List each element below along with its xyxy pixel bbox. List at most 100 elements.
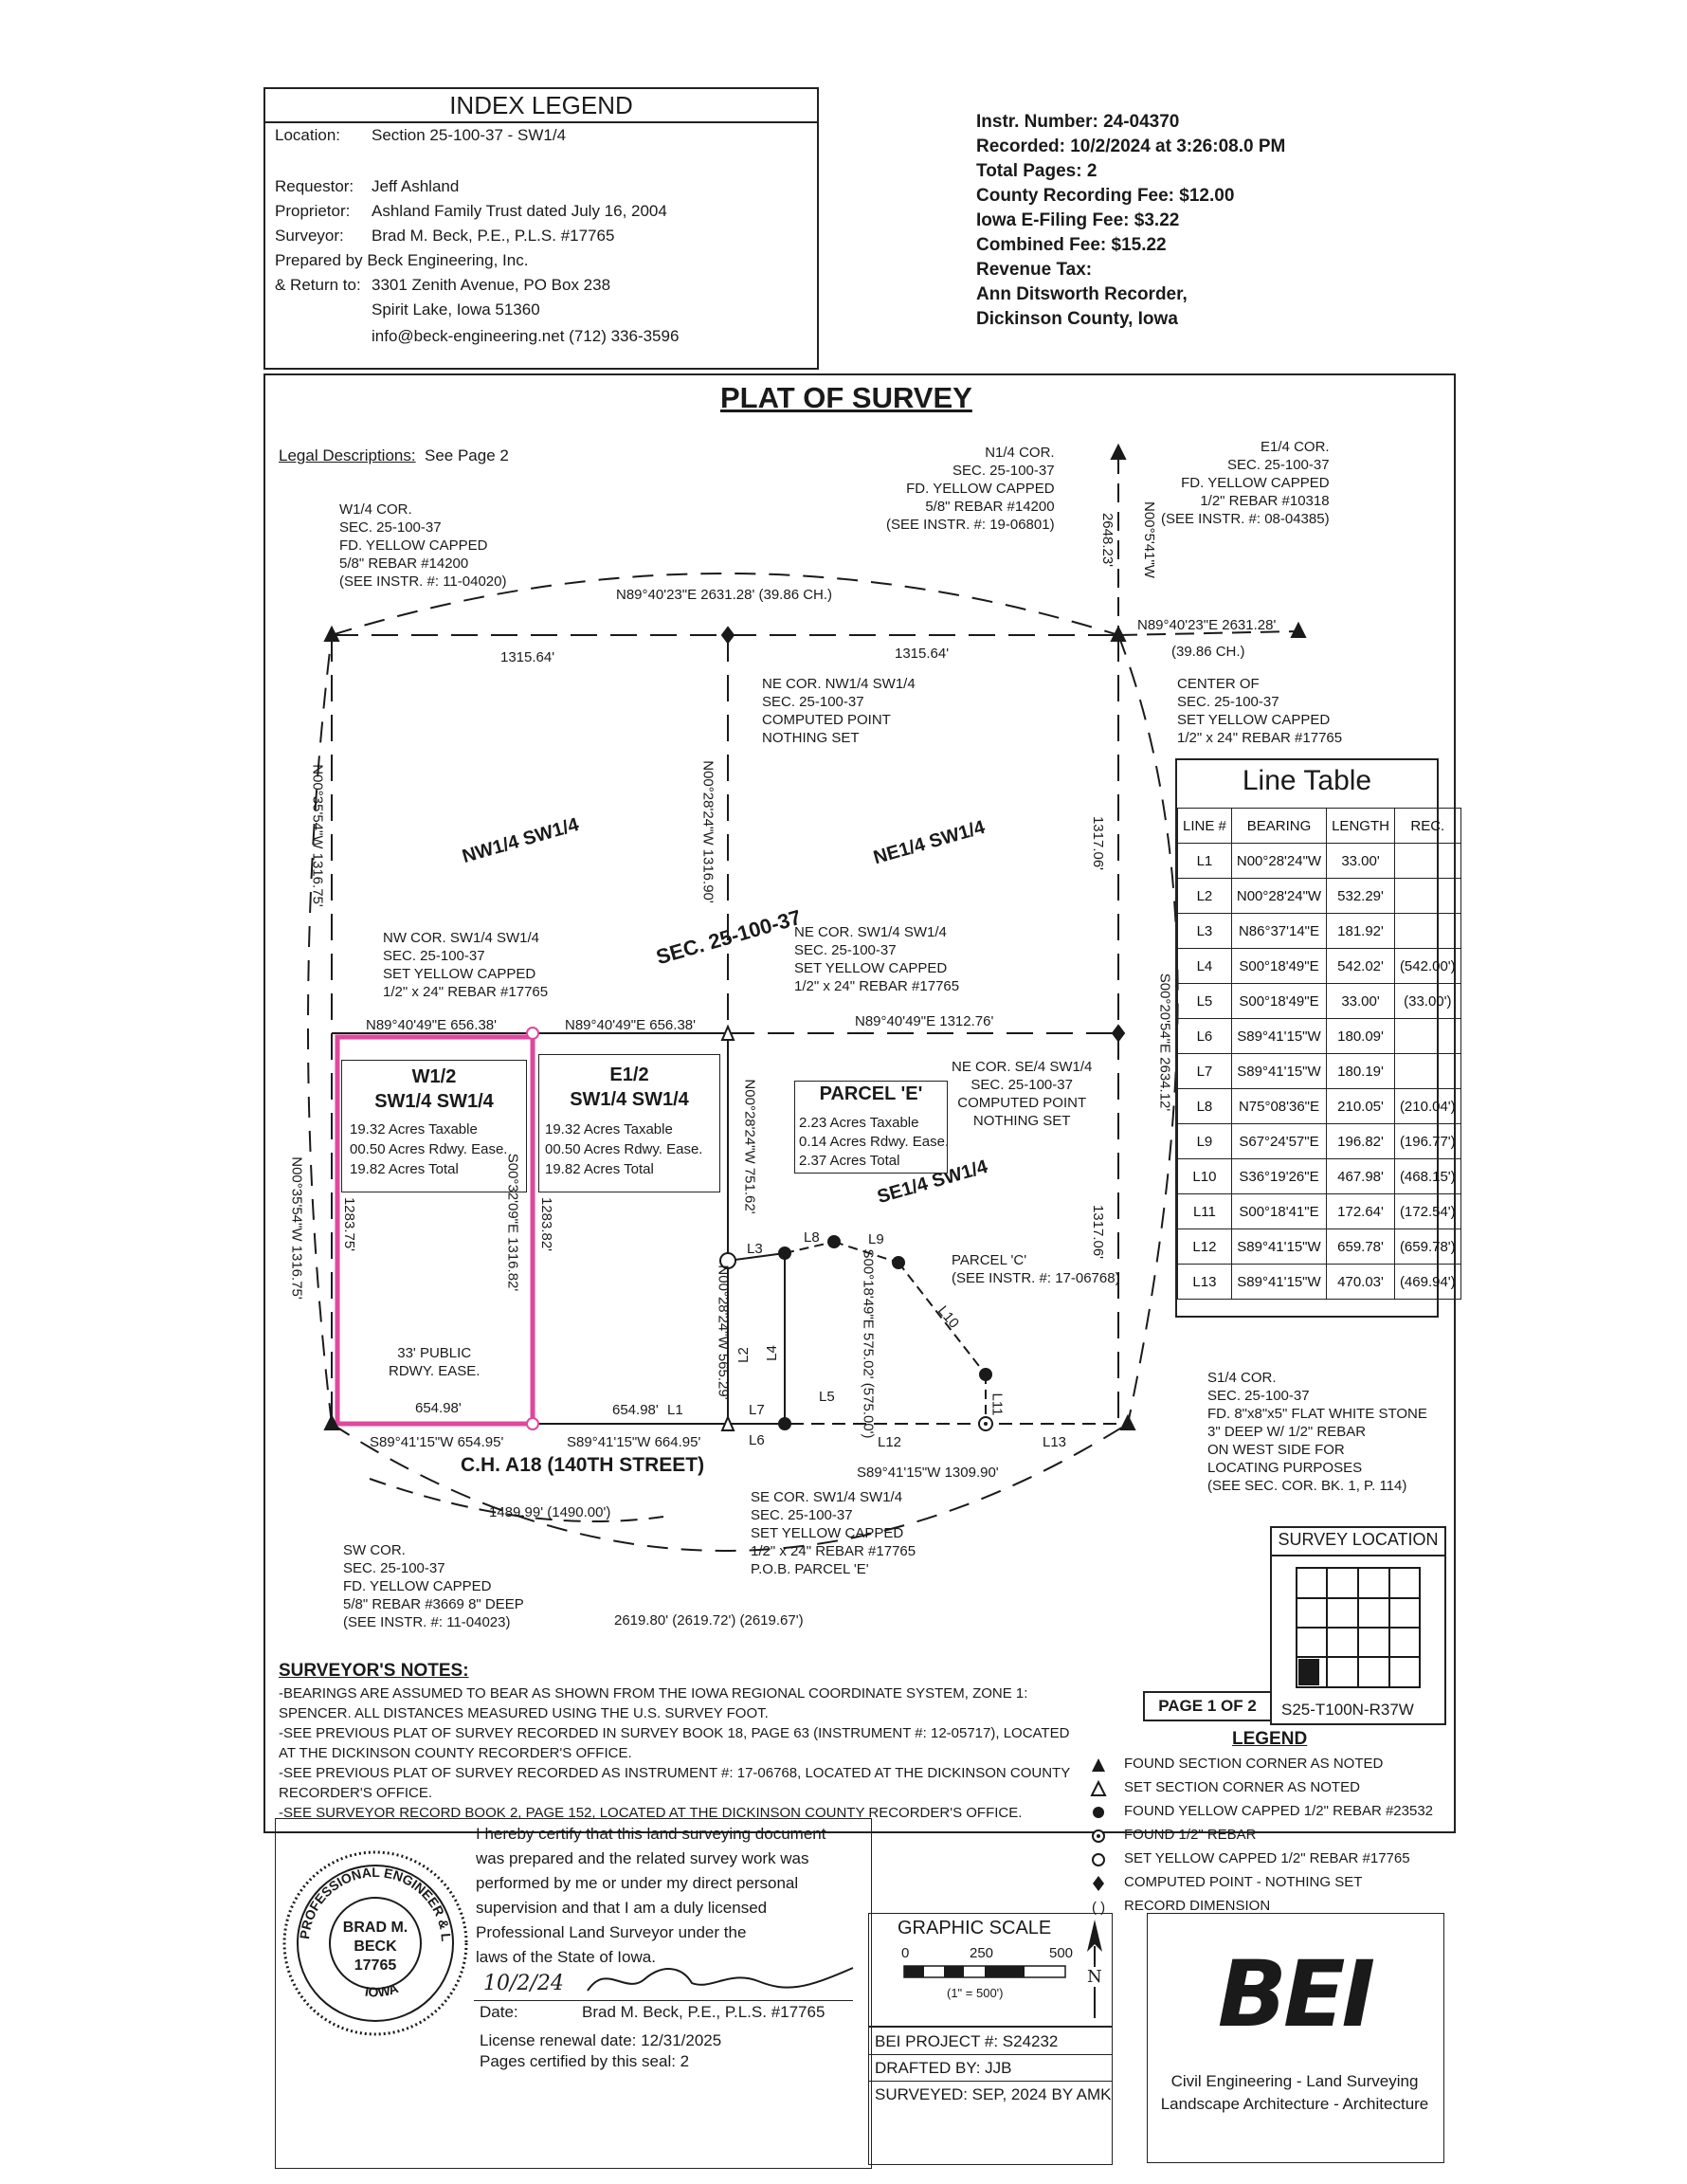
e14-cor-note: E1/4 COR. SEC. 25-100-37 FD. YELLOW CAPP… [1161, 439, 1330, 527]
recorder-county: Dickinson County, Iowa [976, 309, 1178, 329]
set-corner-icon [720, 1024, 735, 1041]
line-length: 659.78' [1326, 1228, 1395, 1265]
set-corner-icon [720, 1414, 735, 1431]
dim-n89-b: N89°40'49"E 656.38' [565, 1017, 696, 1033]
center-of-note: CENTER OF SEC. 25-100-37 SET YELLOW CAPP… [1177, 676, 1343, 746]
dim-top-long: N89°40'23"E 2631.28' (39.86 CH.) [616, 587, 833, 603]
efile-fee: Iowa E-Filing Fee: $3.22 [976, 210, 1180, 230]
line-id: L5 [1177, 983, 1232, 1019]
line-id: L6 [1177, 1018, 1232, 1054]
line-rec [1393, 843, 1461, 879]
index-legend-box: INDEX LEGEND Location: Section 25-100-37… [263, 87, 819, 370]
line-id: L1 [1177, 843, 1232, 879]
dim-2648: 2648.23' [1099, 512, 1116, 568]
set-rebar-icon [526, 1417, 539, 1430]
line-length: 180.09' [1326, 1018, 1395, 1054]
graphic-scale-title: GRAPHIC SCALE [898, 1918, 1052, 1938]
dim-1315-a: 1315.64' [500, 649, 555, 665]
return-line2: Spirit Lake, Iowa 51360 [372, 300, 540, 318]
line-bearing: S89°41'15"W [1230, 1053, 1328, 1089]
line-bearing: S00°18'49"E [1230, 948, 1328, 984]
found-rebar-icon [892, 1256, 905, 1269]
label-L11: L11 [989, 1392, 1006, 1416]
line-length: 33.00' [1326, 983, 1395, 1019]
n14-cor-note: N1/4 COR. SEC. 25-100-37 FD. YELLOW CAPP… [886, 445, 1055, 533]
line-rec: (469.94') [1393, 1264, 1461, 1300]
line-id: L3 [1177, 913, 1232, 949]
legal-desc-value: See Page 2 [425, 446, 509, 464]
label-L5: L5 [819, 1389, 835, 1405]
line-length: 210.05' [1326, 1088, 1395, 1124]
diamond-icon [1093, 1876, 1104, 1891]
found-rebar-icon [979, 1368, 992, 1381]
found-corner-icon [323, 625, 340, 642]
line-rec: (542.00') [1393, 948, 1461, 984]
e12-title: E1/2 SW1/4 SW1/4 [570, 1065, 689, 1110]
legend-label: FOUND YELLOW CAPPED 1/2" REBAR #23532 [1124, 1803, 1434, 1819]
label-L13: L13 [1043, 1434, 1067, 1450]
computed-point-icon [720, 626, 735, 645]
dim-n89-a: N89°40'49"E 656.38' [366, 1017, 497, 1033]
line-bearing: N75°08'36"E [1230, 1088, 1328, 1124]
line-length: 181.92' [1326, 913, 1395, 949]
survey-location-title: SURVEY LOCATION [1278, 1530, 1439, 1549]
return-line1: 3301 Zenith Avenue, PO Box 238 [372, 276, 611, 294]
svg-text:( ): ( ) [1092, 1900, 1105, 1916]
line-table-header: LINE # BEARING LENGTH REC. [1177, 808, 1461, 844]
dim-east-s00: S00°20'54"E 2634.12' [1156, 973, 1173, 1112]
label-L8: L8 [804, 1229, 820, 1246]
open-triangle-icon [1090, 1780, 1107, 1796]
filled-triangle-icon [1092, 1758, 1105, 1772]
north-label: N [1087, 1967, 1102, 1987]
dim-1283-82: 1283.82' [538, 1196, 555, 1252]
legend-label: COMPUTED POINT - NOTHING SET [1124, 1874, 1363, 1890]
total-pages: Total Pages: 2 [976, 161, 1097, 181]
survey-location-rule [1272, 1555, 1444, 1556]
label-L2: L2 [735, 1347, 752, 1363]
dim-east-1317b: 1317.06' [1090, 1204, 1107, 1260]
notes-list: -BEARINGS ARE ASSUMED TO BEAR AS SHOWN F… [279, 1684, 1070, 1823]
legend-label: FOUND 1/2" REBAR [1124, 1827, 1257, 1843]
dim-s89-c: S89°41'15"W 1309.90' [857, 1465, 999, 1481]
surveyor-label: Surveyor: [275, 227, 344, 245]
survey-location-box: SURVEY LOCATION S25-T100N-R37W [1270, 1526, 1446, 1725]
legend-title: LEGEND [1232, 1729, 1308, 1749]
dim-top-right: N89°40'23"E 2631.28' [1137, 617, 1277, 633]
legend-label: SET YELLOW CAPPED 1/2" REBAR #17765 [1124, 1850, 1410, 1866]
graphic-scale-box: GRAPHIC SCALE 0 250 500 (1" = 500') N [868, 1913, 1113, 2027]
line-bearing: S00°18'41"E [1230, 1193, 1328, 1229]
return-line3: info@beck-engineering.net (712) 336-3596 [372, 327, 680, 345]
section-code: S25-T100N-R37W [1281, 1701, 1414, 1719]
line-bearing: S36°19'26"E [1230, 1158, 1328, 1194]
dim-1315-b: 1315.64' [895, 646, 950, 662]
line-id: L9 [1177, 1123, 1232, 1159]
cert-text: I hereby certify that this land surveyin… [476, 1825, 826, 1966]
legend-label: RECORD DIMENSION [1124, 1898, 1271, 1914]
pages-certified: Pages certified by this seal: 2 [480, 2052, 690, 2070]
label-L4: L4 [763, 1345, 780, 1361]
line-length: 172.64' [1326, 1193, 1395, 1229]
dim-1283-75: 1283.75' [341, 1196, 358, 1252]
dim-east-1317a: 1317.06' [1090, 815, 1107, 871]
se-sw-note: SE COR. SW1/4 SW1/4 SEC. 25-100-37 SET Y… [751, 1489, 916, 1577]
line-id: L12 [1177, 1228, 1232, 1265]
dim-2619: 2619.80' (2619.72') (2619.67') [614, 1612, 804, 1629]
firm-line1: Civil Engineering - Land Surveying [1170, 2072, 1419, 2090]
combined-fee: Combined Fee: $15.22 [976, 235, 1167, 255]
found-corner-icon [1110, 625, 1127, 642]
note-line: AT THE DICKINSON COUNTY RECORDER'S OFFIC… [279, 1745, 632, 1761]
return-label: & Return to: [275, 276, 361, 294]
line-table-title: Line Table [1242, 765, 1372, 796]
project-rule-2 [869, 2081, 1112, 2082]
plat-title: PLAT OF SURVEY [720, 381, 972, 414]
set-rebar-icon [526, 1027, 539, 1040]
found-corner-icon [1290, 621, 1307, 638]
w12-acres: 19.32 Acres Taxable 00.50 Acres Rdwy. Ea… [350, 1121, 508, 1177]
location-value: Section 25-100-37 - SW1/4 [372, 126, 567, 144]
